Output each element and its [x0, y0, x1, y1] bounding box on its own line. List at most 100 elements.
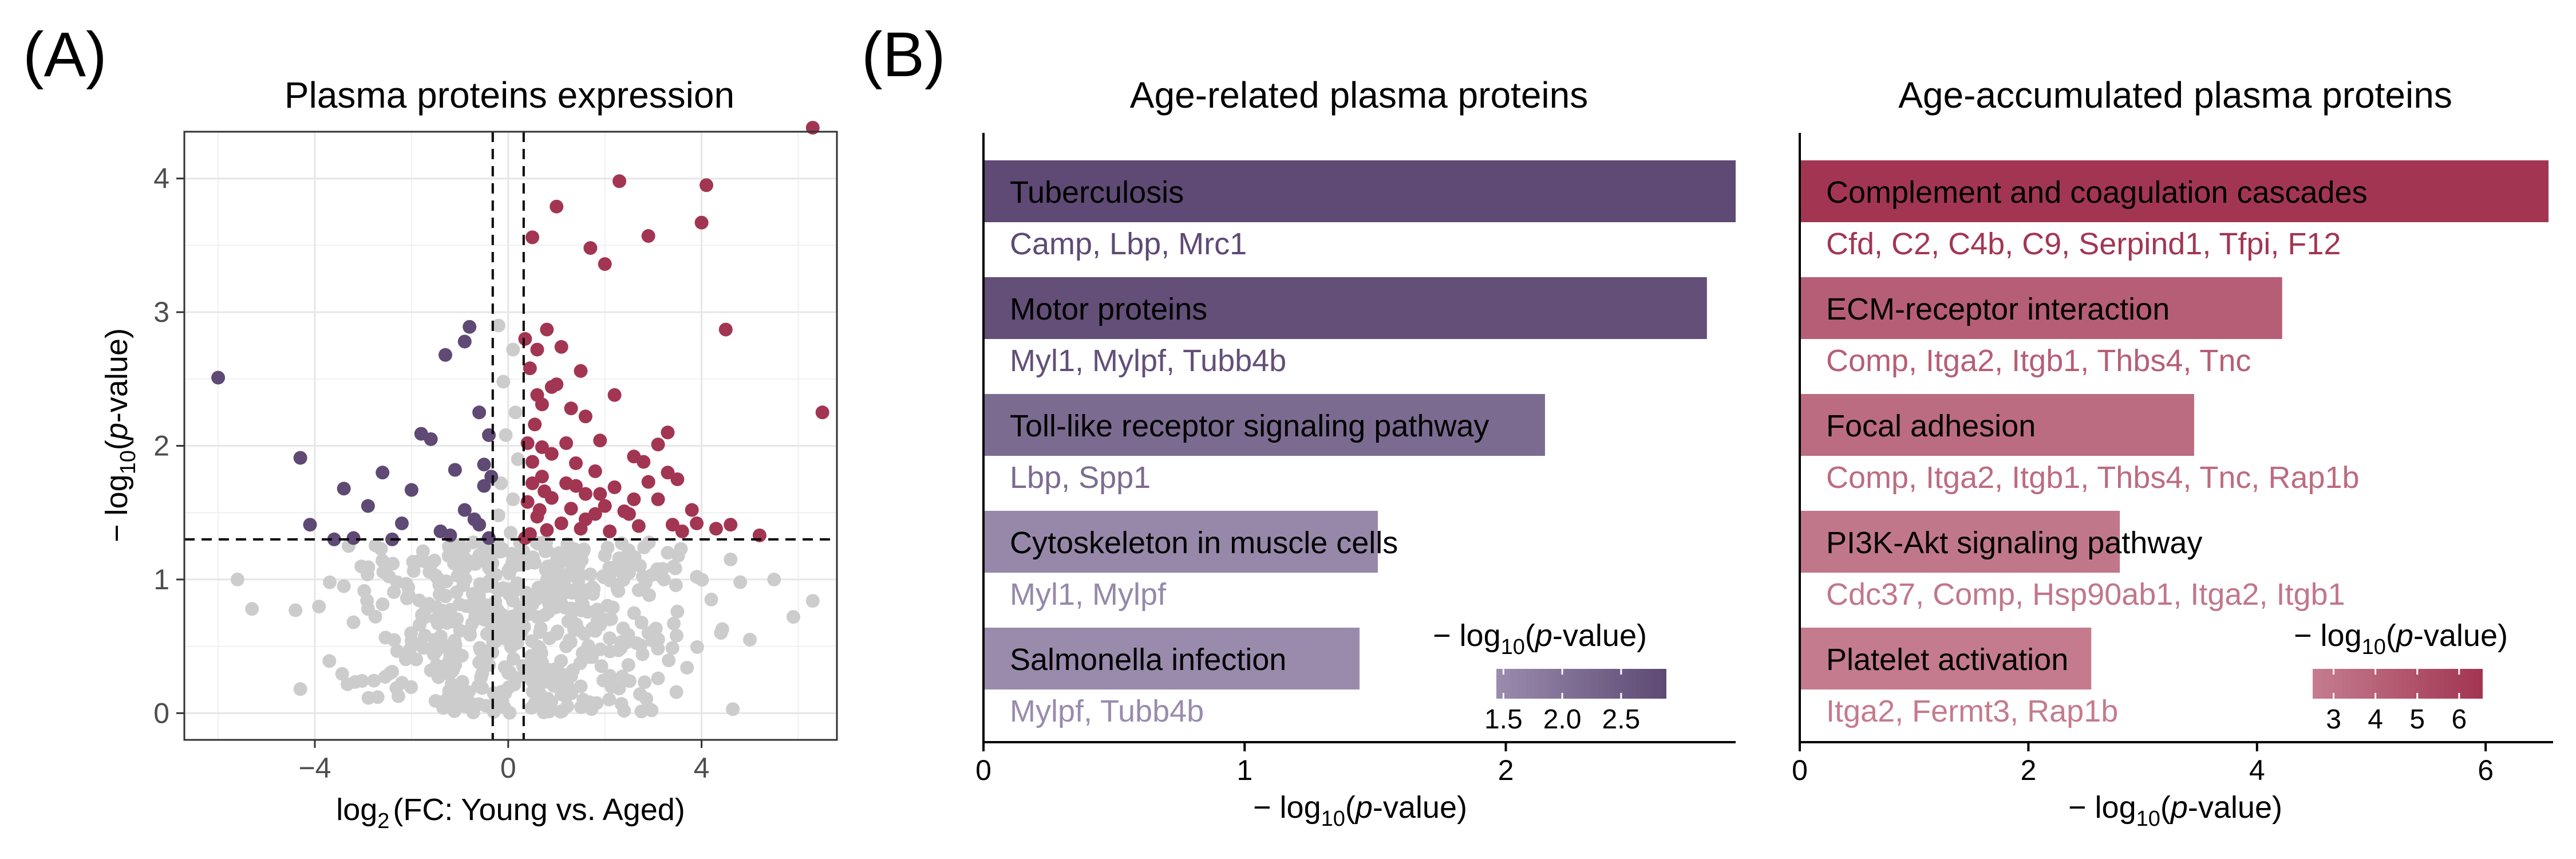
point-not-significant [594, 659, 609, 673]
legend-gradient-step [2423, 669, 2428, 699]
point-up [661, 466, 675, 480]
point-not-significant [501, 666, 515, 680]
point-not-significant [335, 667, 349, 681]
point-not-significant [714, 626, 728, 640]
bar-chart-2-bars: Complement and coagulation cascadesCfd, … [1800, 160, 2549, 728]
point-not-significant [657, 572, 671, 586]
legend-gradient-step [1573, 669, 1578, 699]
legend-gradient-step [2405, 669, 2411, 699]
point-not-significant [419, 602, 433, 616]
point-down [477, 458, 491, 472]
legend-tick-label: 2.0 [1543, 704, 1582, 735]
legend-gradient-step [1539, 669, 1544, 699]
legend-gradient-step [1543, 669, 1548, 699]
point-not-significant [612, 681, 626, 696]
point-not-significant [530, 610, 544, 624]
bar-gene-list: Comp, Itga2, Itgb1, Thbs4, Tnc, Rap1b [1826, 460, 2360, 495]
point-up [593, 487, 607, 501]
point-not-significant [726, 702, 740, 716]
point-up [559, 436, 574, 450]
volcano-points [211, 120, 829, 710]
point-not-significant [603, 668, 617, 683]
point-not-significant [584, 650, 599, 664]
legend-gradient-step [1534, 669, 1539, 699]
point-not-significant [449, 614, 463, 628]
x-tick-label: 4 [2249, 754, 2265, 786]
point-not-significant [391, 689, 405, 703]
legend-gradient-step [1504, 669, 1510, 699]
legend-gradient-step [1640, 669, 1645, 699]
point-not-significant [230, 572, 244, 586]
point-not-significant [463, 623, 477, 637]
legend-gradient-step [2474, 669, 2479, 699]
legend-gradient-step [2350, 669, 2356, 699]
point-down [484, 470, 499, 484]
bar-category-label: Toll-like receptor signaling pathway [1010, 409, 1489, 443]
point-not-significant [560, 675, 574, 689]
point-up [651, 492, 665, 506]
legend-tick-label: 5 [2409, 704, 2425, 735]
point-not-significant [390, 575, 404, 589]
legend-gradient-step [2440, 669, 2445, 699]
point-not-significant [539, 588, 554, 602]
bar-gene-list: Cdc37, Comp, Hsp90ab1, Itga2, Itgb1 [1826, 577, 2345, 612]
legend-gradient-step [2359, 669, 2364, 699]
point-not-significant [667, 616, 681, 631]
point-not-significant [428, 633, 442, 648]
point-not-significant [508, 405, 523, 420]
point-not-significant [554, 704, 568, 719]
point-up [554, 516, 568, 530]
point-not-significant [724, 552, 738, 566]
point-not-significant [556, 577, 570, 592]
legend-gradient-step [1560, 669, 1565, 699]
point-not-significant [361, 602, 375, 616]
point-not-significant [645, 703, 659, 718]
point-not-significant [690, 640, 704, 654]
bar-category-label: Complement and coagulation cascades [1826, 175, 2368, 210]
point-up [564, 401, 578, 416]
x-tick-label: 0 [1792, 754, 1808, 786]
point-up [564, 502, 578, 516]
bar-chart-age-accumulated: Age-accumulated plasma proteins Compleme… [1792, 74, 2553, 831]
point-up [528, 417, 542, 432]
point-up [540, 322, 554, 337]
point-up [544, 447, 559, 461]
point-not-significant [554, 654, 568, 668]
bar [983, 160, 1736, 222]
point-up [523, 361, 537, 376]
point-not-significant [526, 674, 539, 688]
legend-gradient-step [1518, 669, 1523, 699]
legend-gradient-step [1568, 669, 1574, 699]
legend-2-title: − log10(p-value) [2294, 618, 2508, 659]
bar-category-label: Tuberculosis [1010, 175, 1184, 210]
point-up [518, 531, 532, 545]
bar [983, 394, 1545, 456]
point-not-significant [661, 546, 675, 560]
legend-gradient-step [1661, 669, 1666, 699]
point-not-significant [355, 673, 369, 688]
point-up [651, 438, 665, 452]
point-not-significant [544, 695, 559, 709]
legend-gradient-step [1509, 669, 1514, 699]
point-not-significant [577, 542, 591, 557]
point-not-significant [590, 696, 604, 710]
x-tick-label: 0 [500, 752, 516, 784]
point-not-significant [642, 588, 657, 602]
point-not-significant [455, 675, 469, 689]
point-not-significant [611, 584, 626, 598]
point-not-significant [400, 591, 414, 605]
legend-gradient-step [1653, 669, 1658, 699]
point-not-significant [680, 660, 694, 675]
point-not-significant [491, 318, 505, 333]
point-up [532, 503, 547, 517]
point-up [709, 522, 723, 536]
point-not-significant [453, 538, 467, 552]
legend-gradient-step [1526, 669, 1531, 699]
legend-gradient-step [2435, 669, 2440, 699]
point-not-significant [488, 700, 503, 715]
point-up [700, 178, 713, 192]
legend-gradient-step [2313, 669, 2318, 699]
legend-gradient-step [1657, 669, 1662, 699]
